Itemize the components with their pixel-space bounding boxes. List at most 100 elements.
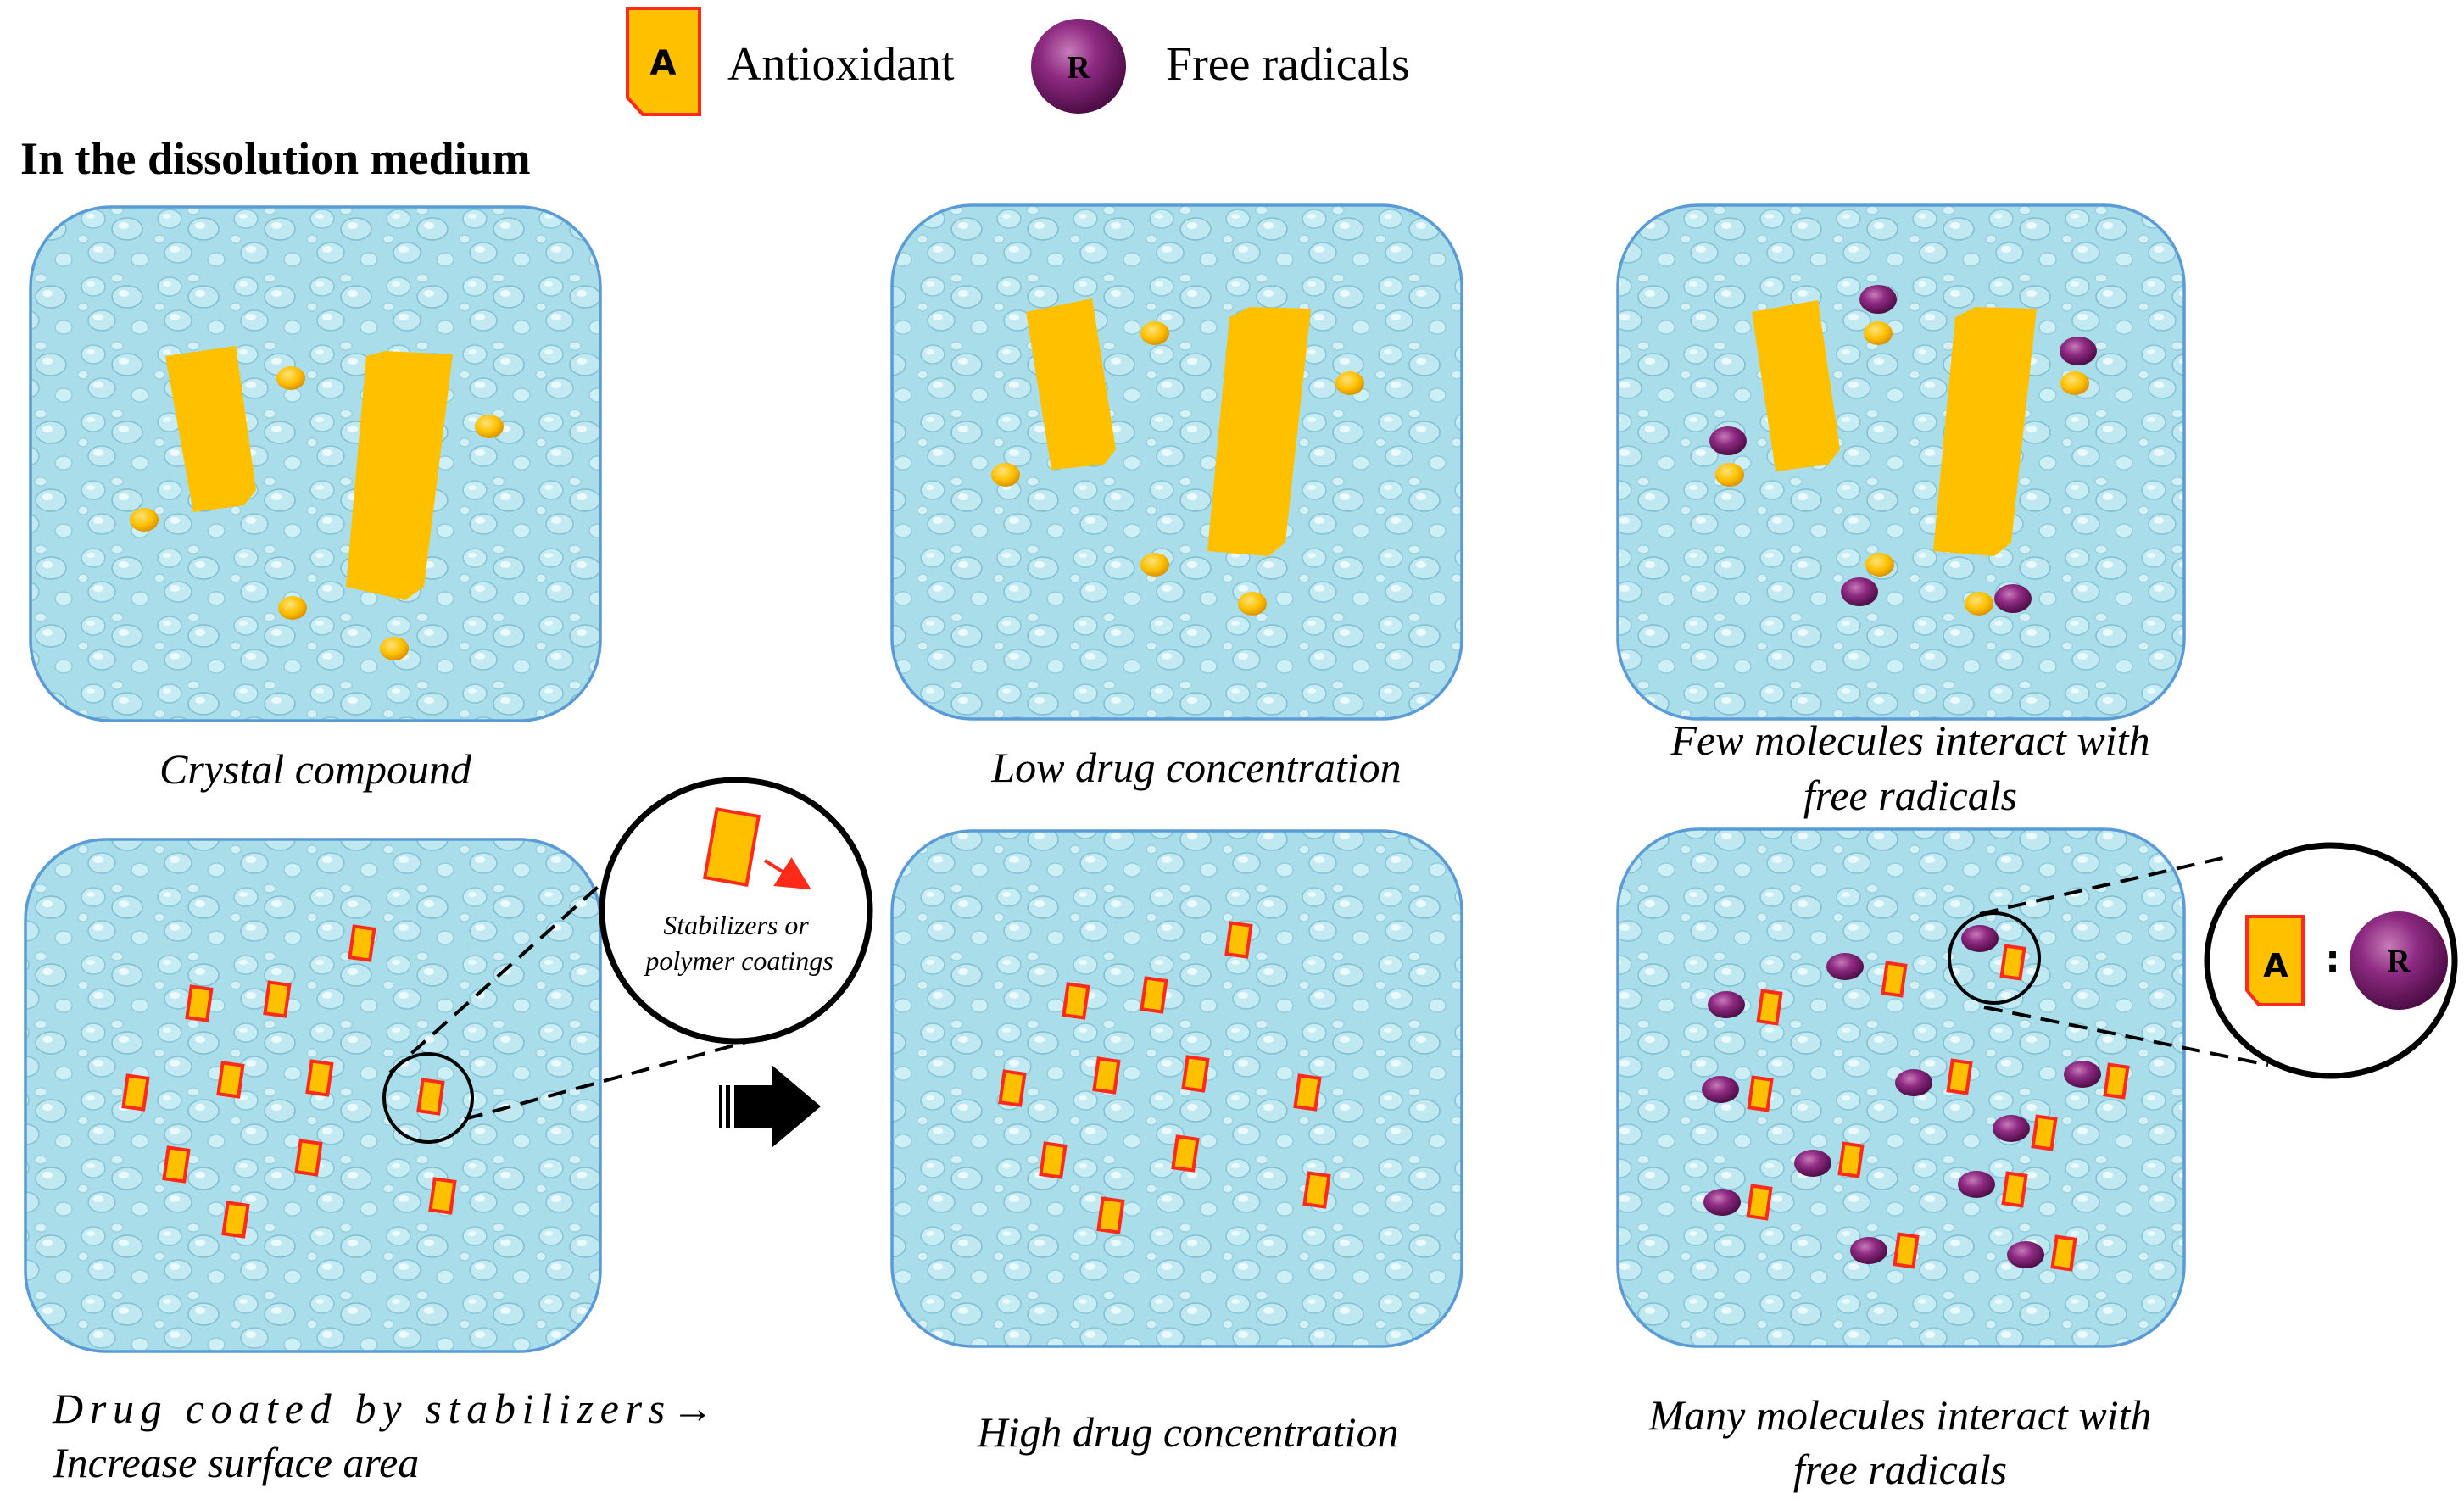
free-radical [1709, 426, 1747, 455]
coated-drug-particle [221, 1201, 250, 1239]
free-radical [1702, 1076, 1739, 1103]
caption-few-interactions-line2: free radicals [1803, 772, 2017, 819]
drug-molecule [276, 366, 305, 390]
drug-crystal [1026, 298, 1116, 470]
panel-coated-drug [24, 838, 602, 1353]
free-radical [1841, 577, 1878, 606]
coated-drug-particle [1893, 1232, 1920, 1269]
free-radical [2007, 1241, 2044, 1268]
coated-drug-particle [1837, 1141, 1865, 1178]
process-arrow-icon [719, 1065, 821, 1148]
free-radical [1794, 1150, 1831, 1177]
panel-high-concentration [890, 829, 1463, 1348]
coated-drug-particle [121, 1073, 150, 1112]
coated-drug-particle [2050, 1234, 2077, 1272]
zoom-antioxidant-symbol: A [2263, 947, 2288, 984]
drug-molecule [1865, 553, 1894, 577]
legend: A Antioxidant R Free radicals [626, 7, 1410, 116]
caption-many-interactions-line2: free radicals [1793, 1446, 2007, 1493]
coated-drug-particle [263, 980, 292, 1018]
coated-drug-particle [1096, 1196, 1125, 1234]
antioxidant-legend-symbol: A [650, 44, 677, 83]
coated-drug-particle [2103, 1062, 2130, 1100]
free-radical [1826, 953, 1864, 980]
drug-molecule [380, 637, 409, 660]
drug-molecule [1715, 463, 1744, 487]
drug-molecule [1238, 592, 1267, 616]
drug-crystal [1752, 300, 1840, 471]
coated-drug-particle [428, 1177, 457, 1215]
free-radical [1850, 1237, 1887, 1264]
coated-drug-particle [1293, 1073, 1322, 1112]
radical-legend-symbol: R [1067, 50, 1090, 86]
coated-drug-particle [1140, 976, 1168, 1014]
free-radical [1895, 1069, 1932, 1096]
coated-drug-particle [1171, 1134, 1200, 1173]
coated-drug-particle [1881, 961, 1908, 998]
caption-crystal-compound: Crystal compound [159, 745, 472, 793]
caption-few-interactions-line1: Few molecules interact with [1670, 716, 2149, 764]
coated-drug-particle [2031, 1114, 2058, 1151]
drug-molecule [1864, 321, 1893, 345]
coated-drug-particle [1746, 1184, 1773, 1221]
drug-crystal [165, 346, 256, 512]
zoom-bubble-interaction: A : R [2204, 842, 2458, 1079]
free-radical [1859, 285, 1897, 314]
coated-drug-particle [1224, 921, 1253, 959]
drug-molecule [2060, 371, 2089, 395]
zoom-radical-symbol: R [2387, 944, 2411, 979]
interaction-pairs [1702, 925, 2130, 1272]
free-radical [2064, 1061, 2101, 1088]
coated-drug-particle [216, 1061, 245, 1099]
free-radical [1961, 925, 1999, 952]
caption-high-concentration: High drug concentration [976, 1408, 1398, 1456]
coated-drug-particle [1092, 1056, 1121, 1095]
coated-drug-particle [1039, 1141, 1068, 1179]
free-radical [1703, 1189, 1741, 1216]
crystal-group-1 [130, 346, 504, 660]
antioxidant-legend-icon: A [626, 7, 701, 116]
drug-molecule [1335, 371, 1364, 395]
crystal-group-2 [991, 298, 1364, 616]
coated-drug-particle [1302, 1171, 1331, 1209]
coated-drug-particle [1747, 1075, 1774, 1112]
drug-molecule [1140, 553, 1169, 577]
zoom-label-line1: Stabilizers or [663, 910, 809, 940]
coated-particles-1 [121, 924, 457, 1239]
free-radical [1994, 584, 2032, 613]
coated-drug-particle [1062, 982, 1090, 1020]
free-radical [2060, 337, 2097, 365]
caption-many-interactions-line1: Many molecules interact with [1648, 1391, 2152, 1439]
coated-drug-particle [305, 1059, 334, 1097]
caption-coated-drug-line1: Drug coated by stabilizers→ [52, 1385, 714, 1432]
coated-drug-particle-enlarged [702, 806, 761, 888]
coated-drug-particle [416, 1078, 445, 1116]
drug-molecule [130, 508, 159, 532]
zoom-focus-circle-left [382, 1052, 474, 1144]
coating-arrow [763, 857, 811, 890]
caption-low-concentration: Low drug concentration [990, 744, 1401, 791]
zoom-focus-circle-right [1948, 911, 2041, 1005]
coated-drug-particle [185, 984, 214, 1022]
coated-drug-particle [162, 1145, 191, 1184]
coated-drug-particle [1181, 1055, 1210, 1093]
section-title: In the dissolution medium [20, 133, 531, 184]
free-radical [1958, 1171, 1995, 1198]
drug-molecule [1965, 592, 1993, 616]
antioxidant-icon [2245, 915, 2305, 1006]
coated-drug-particle [1946, 1058, 1973, 1095]
coated-drug-particle [294, 1139, 323, 1177]
coated-drug-particle [2001, 1171, 2028, 1208]
zoom-connector [1983, 1006, 2269, 1067]
radical-legend-icon: R [1031, 19, 1126, 114]
zoom-bubble-coating: Stabilizers or polymer coatings [599, 777, 873, 1045]
drug-molecule [278, 596, 307, 620]
panel-few-interactions [1616, 203, 2186, 721]
free-radical [1708, 991, 1745, 1018]
zoom-label-line2: polymer coatings [644, 945, 833, 976]
panel-crystal-compound [29, 205, 602, 722]
coated-particles-2 [998, 921, 1331, 1234]
drug-molecule [1140, 321, 1169, 345]
zoom-connector [1979, 855, 2231, 916]
